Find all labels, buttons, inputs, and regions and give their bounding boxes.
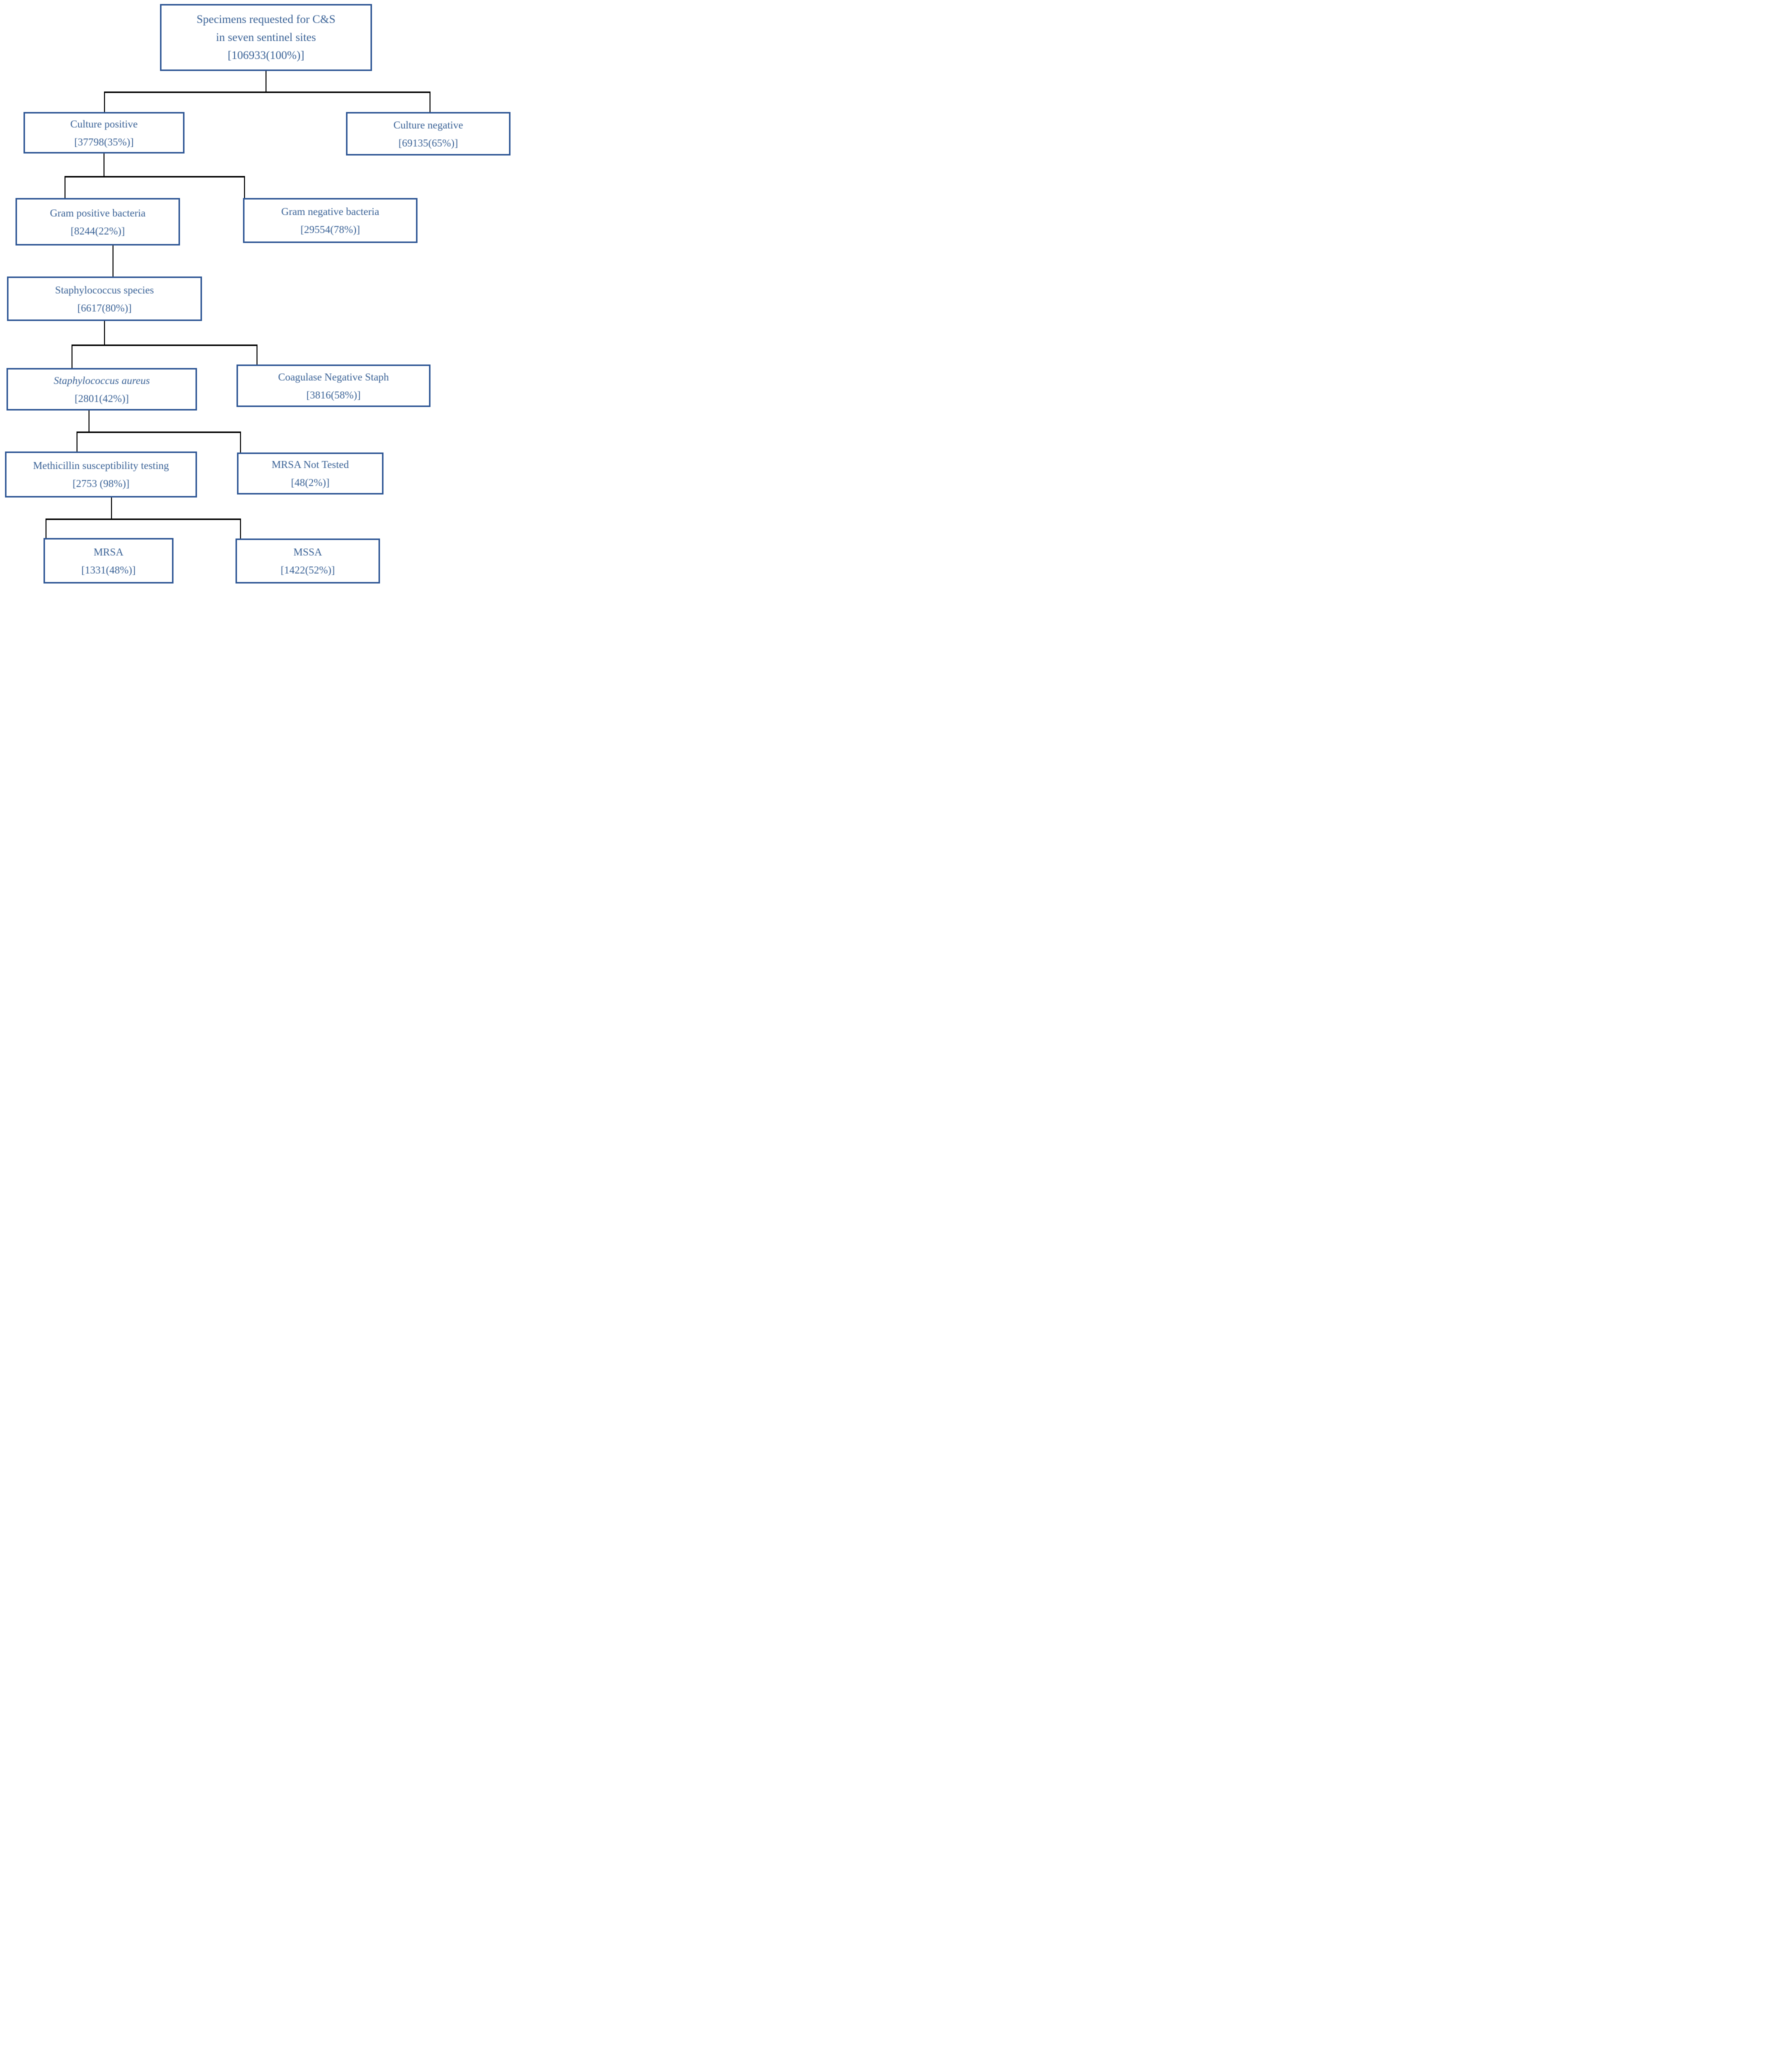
connector-root-branch [104, 92, 430, 93]
connector-result-branch [46, 518, 241, 520]
box-label: Staphylococcus aureus [54, 374, 150, 386]
connector-methicillin-stem [111, 498, 112, 518]
box-label: MSSA [293, 546, 322, 558]
connector-aureus-branch [72, 344, 258, 346]
box-mssa: MSSA [1422(52%)] [236, 538, 380, 584]
box-mrsa: MRSA [1331(48%)] [44, 538, 174, 584]
box-value: [8244(22%)] [70, 224, 125, 237]
box-label: Gram negative bacteria [281, 206, 380, 218]
box-label: Coagulase Negative Staph [278, 370, 389, 383]
connector-testing-branch [76, 432, 241, 433]
box-gram-negative: Gram negative bacteria [29554(78%)] [243, 198, 418, 243]
box-value: [37798(35%)] [74, 136, 134, 148]
box-specimens-root: Specimens requested for C&S in seven sen… [160, 4, 372, 71]
box-label: Methicillin susceptibility testing [33, 460, 169, 472]
connector-to-cons [256, 344, 258, 364]
box-mrsa-not-tested: MRSA Not Tested [48(2%)] [237, 452, 384, 494]
box-label: Culture negative [393, 118, 464, 131]
box-value: [1422(52%)] [280, 564, 335, 576]
box-culture-negative: Culture negative [69135(65%)] [346, 112, 510, 156]
box-label: MRSA Not Tested [272, 458, 349, 470]
box-value: [29554(78%)] [300, 224, 360, 236]
connector-to-methicillin-testing [76, 432, 78, 452]
box-value: [1331(48%)] [81, 564, 136, 576]
box-value: [106933(100%)] [228, 49, 304, 62]
connector-staph-species-stem [104, 321, 105, 344]
box-value: [3816(58%)] [306, 388, 361, 401]
box-gram-positive: Gram positive bacteria [8244(22%)] [16, 198, 180, 246]
connector-staph-aureus-stem [88, 410, 90, 432]
connector-to-mssa [240, 518, 241, 538]
box-culture-positive: Culture positive [37798(35%)] [24, 112, 184, 154]
box-coagulase-negative-staph: Coagulase Negative Staph [3816(58%)] [236, 364, 430, 407]
connector-to-culture-positive [104, 92, 105, 112]
box-value: [69135(65%)] [398, 136, 458, 149]
flowchart: Specimens requested for C&S in seven sen… [0, 0, 512, 588]
box-staph-aureus: Staphylococcus aureus [2801(42%)] [6, 368, 197, 410]
connector-to-gram-positive [64, 176, 66, 198]
connector-to-mrsa-not-tested [240, 432, 241, 452]
box-staph-species: Staphylococcus species [6617(80%)] [7, 276, 202, 321]
box-label: Staphylococcus species [55, 284, 154, 296]
box-methicillin-testing: Methicillin susceptibility testing [2753… [5, 452, 197, 498]
box-label: MRSA [94, 546, 124, 558]
box-value: [2801(42%)] [74, 392, 129, 404]
connector-to-staph-species [112, 246, 114, 276]
connector-gram-branch [64, 176, 245, 178]
box-value: [6617(80%)] [77, 302, 132, 314]
box-value: [48(2%)] [291, 476, 330, 488]
box-label: Culture positive [70, 118, 138, 130]
box-label: Gram positive bacteria [50, 206, 146, 219]
box-label: in seven sentinel sites [216, 31, 316, 44]
box-value: [2753 (98%)] [72, 478, 130, 490]
connector-to-gram-negative [244, 176, 245, 198]
box-label: Specimens requested for C&S [196, 13, 336, 26]
